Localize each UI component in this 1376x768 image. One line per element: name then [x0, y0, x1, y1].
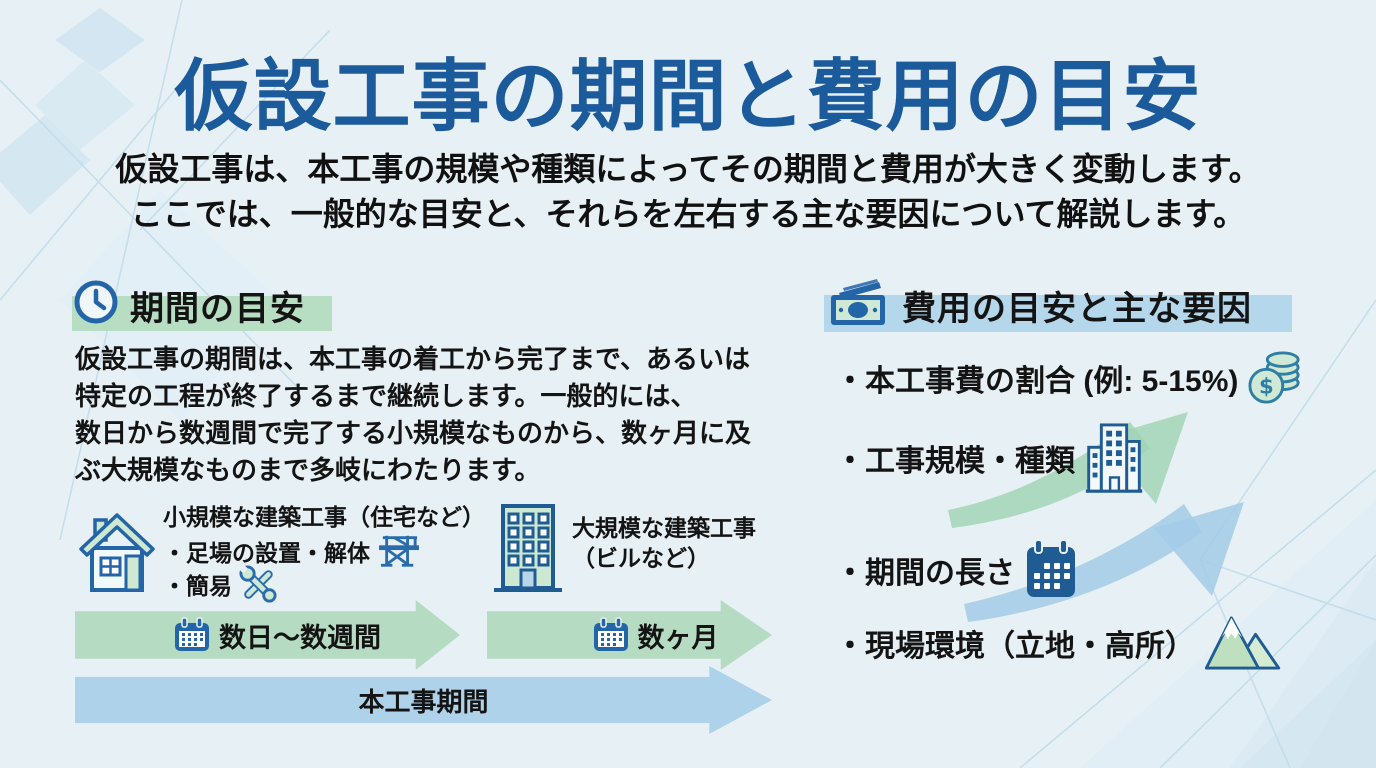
cost-bullet-environment: ・現場環境（立地・高所） — [835, 612, 1281, 674]
subtitle-line-1: 仮設工事は、本工事の規模や種類によってその期間と費用が大きく変動します。 — [115, 151, 1261, 187]
scaffold-icon — [377, 532, 421, 570]
duration-section-heading: 期間の目安 — [130, 290, 305, 328]
small-scale-title: 小規模な建築工事（住宅など） — [163, 504, 485, 530]
short-duration-arrow: 数日〜数週間 — [75, 600, 460, 670]
page-title: 仮設工事の期間と費用の目安 — [174, 52, 1202, 140]
calendar-icon — [1025, 539, 1077, 601]
cost-bullet-scale-text: ・工事規模・種類 — [835, 445, 1075, 478]
paragraph-line: ぶ大規模なものまで多岐にわたります。 — [75, 455, 541, 485]
cost-bullet-scale: ・工事規模・種類 — [835, 422, 1143, 494]
building-icon — [494, 502, 562, 594]
page-subtitle: 仮設工事は、本工事の規模や種類によってその期間と費用が大きく変動します。 ここで… — [0, 147, 1376, 237]
long-duration-arrow: 数ヶ月 — [487, 600, 772, 670]
cost-bullet-duration-text: ・期間の長さ — [835, 557, 1015, 590]
tools-icon — [239, 564, 277, 603]
large-scale-item: 大規模な建築工事 （ビルなど） — [572, 513, 756, 573]
blue-swoosh-arrow — [964, 502, 1244, 622]
money-icon — [827, 277, 891, 327]
large-scale-line1: 大規模な建築工事 — [572, 515, 756, 541]
paragraph-line: 特定の工程が終了するまで継続します。一般的には、 — [75, 381, 697, 411]
duration-paragraph: 仮設工事の期間は、本工事の着工から完了まで、あるいは 特定の工程が終了するまで継… — [75, 341, 751, 489]
small-scale-item1: ・足場の設置・解体 — [163, 539, 370, 566]
long-duration-label: 数ヶ月 — [637, 622, 719, 653]
mountains-icon — [1205, 615, 1281, 671]
calendar-icon — [174, 617, 210, 653]
main-construction-period-arrow: 本工事期間 — [75, 666, 772, 734]
main-period-label: 本工事期間 — [358, 686, 489, 717]
svg-text:$: $ — [1259, 374, 1274, 399]
cost-bullet-ratio-text: ・本工事費の割合 (例: 5-15%) — [835, 365, 1239, 398]
buildings-icon — [1085, 422, 1143, 494]
cost-bullet-duration: ・期間の長さ — [835, 536, 1077, 604]
calendar-icon — [593, 617, 629, 653]
cost-heading-highlight — [824, 295, 1292, 332]
paragraph-line: 仮設工事の期間は、本工事の着工から完了まで、あるいは — [75, 344, 750, 374]
large-scale-line2: （ビルなど） — [572, 545, 710, 571]
coins-icon: $ — [1248, 350, 1302, 406]
clock-icon — [72, 278, 120, 326]
cost-section-heading: 費用の目安と主な要因 — [902, 290, 1252, 328]
paragraph-line: 数日から数週間で完了する小規模なものから、数ヶ月に及 — [75, 418, 752, 448]
small-scale-item: 小規模な建築工事（住宅など） ・足場の設置・解体 ・簡易 — [163, 501, 485, 603]
house-icon — [78, 506, 156, 594]
cost-bullet-ratio: ・本工事費の割合 (例: 5-15%) $ — [835, 349, 1302, 407]
small-scale-item2: ・簡易 — [163, 572, 232, 599]
subtitle-line-2: ここでは、一般的な目安と、それらを左右する主な要因について解説します。 — [130, 196, 1246, 232]
cost-bullet-environment-text: ・現場環境（立地・高所） — [835, 630, 1195, 663]
short-duration-label: 数日〜数週間 — [219, 622, 381, 653]
